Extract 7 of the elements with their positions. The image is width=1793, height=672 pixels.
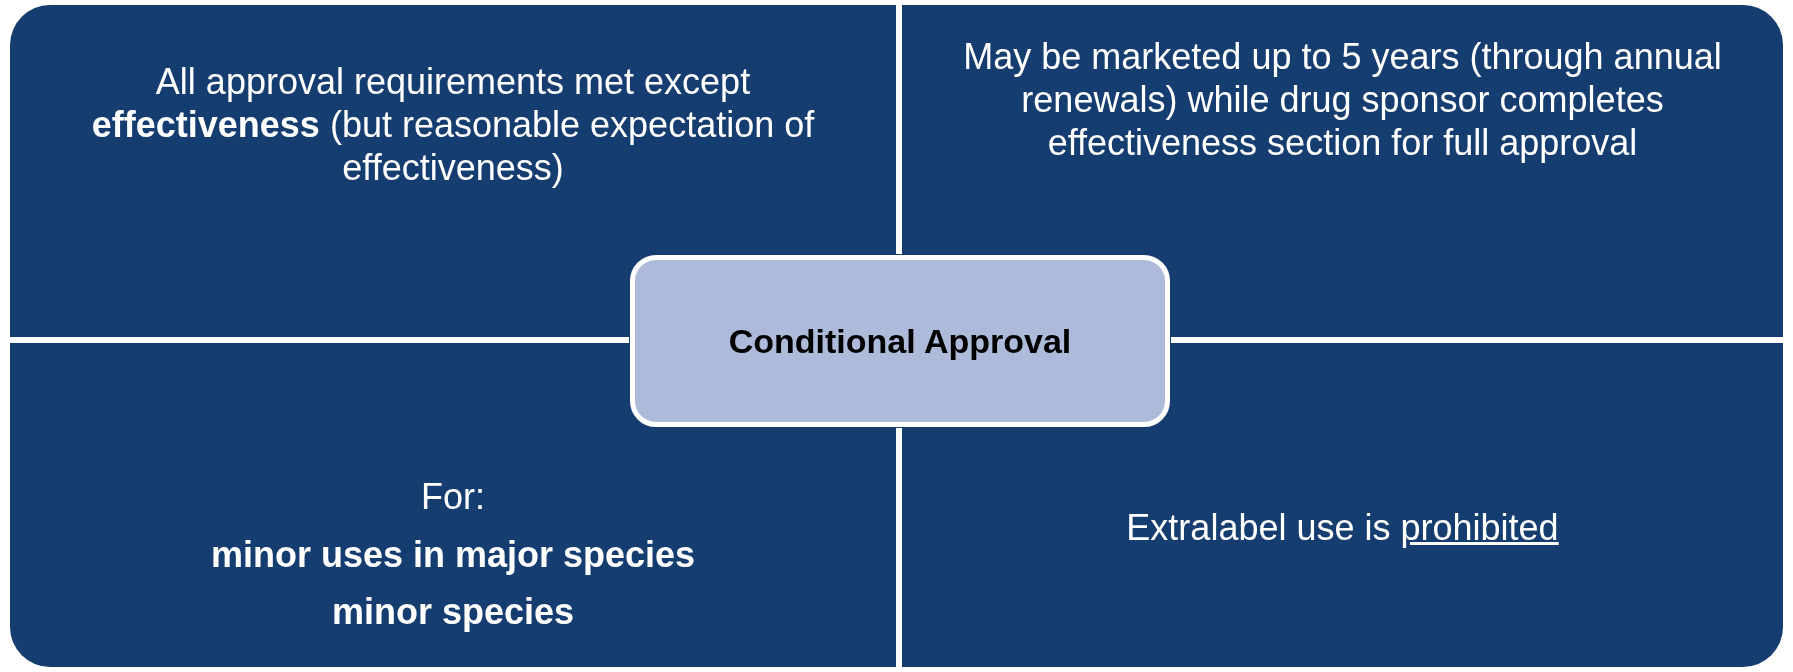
panel-text: All approval requirements met except effectiveness (but reasonable expectation of effectiveness) bbox=[90, 60, 816, 190]
panel-text: May be marketed up to 5 years (through annual renewals) while drug sponsor completes effectiveness section for full approval bbox=[962, 35, 1723, 165]
panel-text: Extralabel use is prohibited bbox=[1126, 506, 1559, 550]
center-box: Conditional Approval bbox=[630, 255, 1170, 427]
panel-text: For: bbox=[421, 475, 485, 519]
panel-text: minor species bbox=[331, 589, 575, 633]
panel-text: minor uses in major species bbox=[210, 532, 696, 576]
